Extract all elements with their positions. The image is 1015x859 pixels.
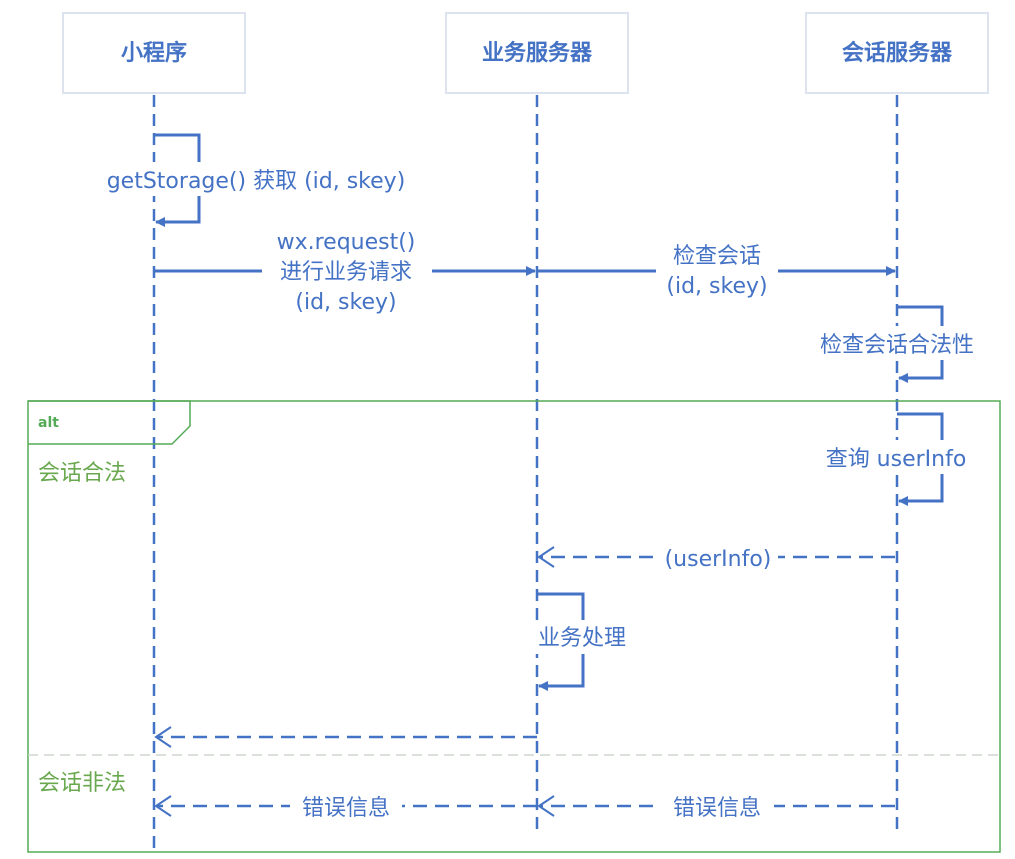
msg-return-result [154,726,537,748]
msg-check-validity: 检查会话合法性 [806,305,988,383]
msg-return-userinfo: (userInfo) [537,541,895,575]
msg-biz-process: 业务处理 [526,592,638,691]
msg-wx-request-line2: 进行业务请求 [280,260,412,285]
actor-biz: 业务服务器 [445,12,629,94]
msg-check-session-line1: 检查会话 [673,244,761,269]
msg-check-session-line2: (id, skey) [666,274,767,299]
msg-check-validity-label: 检查会话合法性 [820,333,974,358]
msg-wx-request-line3: (id, skey) [295,290,396,315]
msg-return-userinfo-label: (userInfo) [665,547,772,572]
guard-valid: 会话合法 [38,461,126,486]
actor-session-label: 会话服务器 [842,40,953,66]
actor-session: 会话服务器 [805,12,989,94]
guard-invalid: 会话非法 [38,771,126,796]
actor-mini-label: 小程序 [121,40,187,66]
alt-fragment-tag: alt [38,415,59,431]
msg-get-storage: getStorage() 获取 (id, skey) [94,133,420,227]
msg-query-userinfo: 查询 userInfo [814,412,978,506]
msg-wx-request: wx.request() 进行业务请求 (id, skey) [154,228,536,318]
msg-get-storage-label: getStorage() 获取 (id, skey) [107,169,406,194]
msg-query-userinfo-label: 查询 userInfo [826,447,967,472]
msg-error-info-1-label: 错误信息 [302,796,390,821]
alt-fragment: alt 会话合法 会话非法 [27,400,1001,853]
msg-error-info-2: 错误信息 [537,790,895,824]
msg-check-session: 检查会话 (id, skey) [537,240,896,302]
actor-mini: 小程序 [62,12,246,94]
actor-biz-label: 业务服务器 [482,41,593,66]
msg-error-info-1: 错误信息 [154,790,537,824]
msg-error-info-2-label: 错误信息 [673,796,761,821]
msg-biz-process-label: 业务处理 [538,626,626,651]
msg-wx-request-line1: wx.request() [277,230,416,255]
